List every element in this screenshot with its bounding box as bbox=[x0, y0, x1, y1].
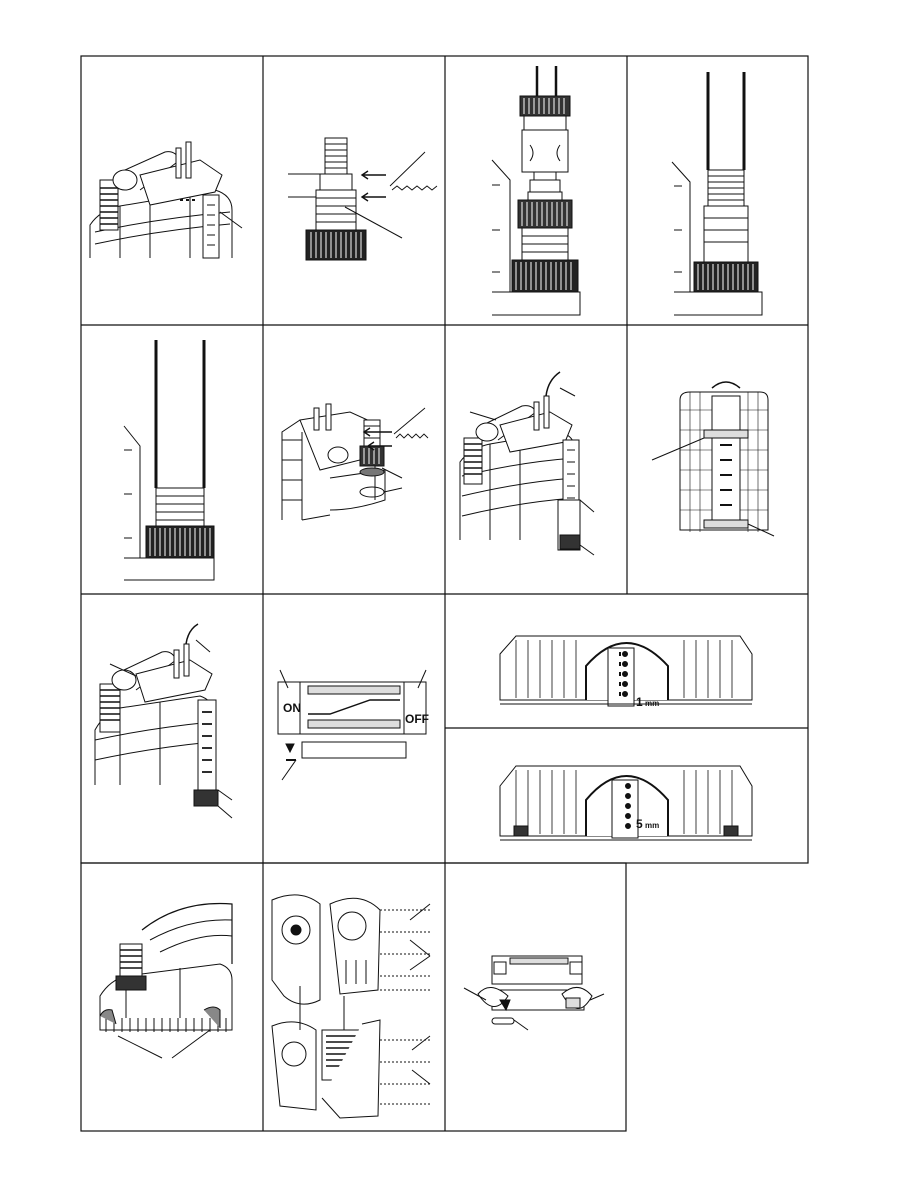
setting-5mm-value: 5 bbox=[636, 817, 643, 831]
setting-1mm-unit: mm bbox=[645, 699, 659, 708]
setting-5mm-unit: mm bbox=[645, 821, 659, 830]
switch-off-label: OFF bbox=[405, 712, 429, 726]
switch-on-label: ON bbox=[283, 701, 301, 715]
setting-1mm-value: 1 bbox=[636, 695, 643, 709]
